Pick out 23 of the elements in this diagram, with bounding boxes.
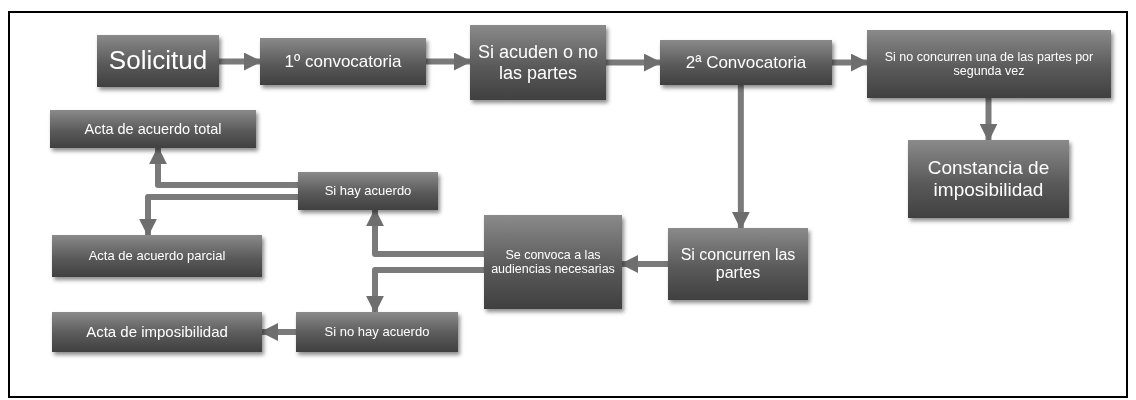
process-box: Acta de imposibilidad [52,312,262,352]
process-box: Si hay acuerdo [298,172,438,210]
arrow [606,53,662,72]
arrow [219,52,262,71]
process-box: 2ª Convocatoria [660,40,832,85]
process-box: Si no hay acuerdo [296,312,458,352]
process-box: Acta de acuerdo total [50,110,256,148]
process-box: 1º convocatoria [260,38,426,85]
arrow [426,52,472,71]
arrow [731,85,750,230]
arrow [366,267,484,314]
process-box: Si concurren las partes [668,228,808,300]
process-box: Constancia de imposibilidad [908,140,1069,218]
arrow [139,194,298,237]
process-box: Si no concurren una de las partes por segunda vez [867,30,1111,98]
arrow [366,208,484,257]
process-box: Solicitud [97,35,219,87]
arrow [832,53,869,72]
arrow [979,98,998,142]
arrow [149,146,298,188]
process-box: Si acuden o no las partes [470,25,606,100]
process-box: Acta de acuerdo parcial [52,235,262,277]
process-box: Se convoca a las audiencias necesarias [484,215,622,309]
